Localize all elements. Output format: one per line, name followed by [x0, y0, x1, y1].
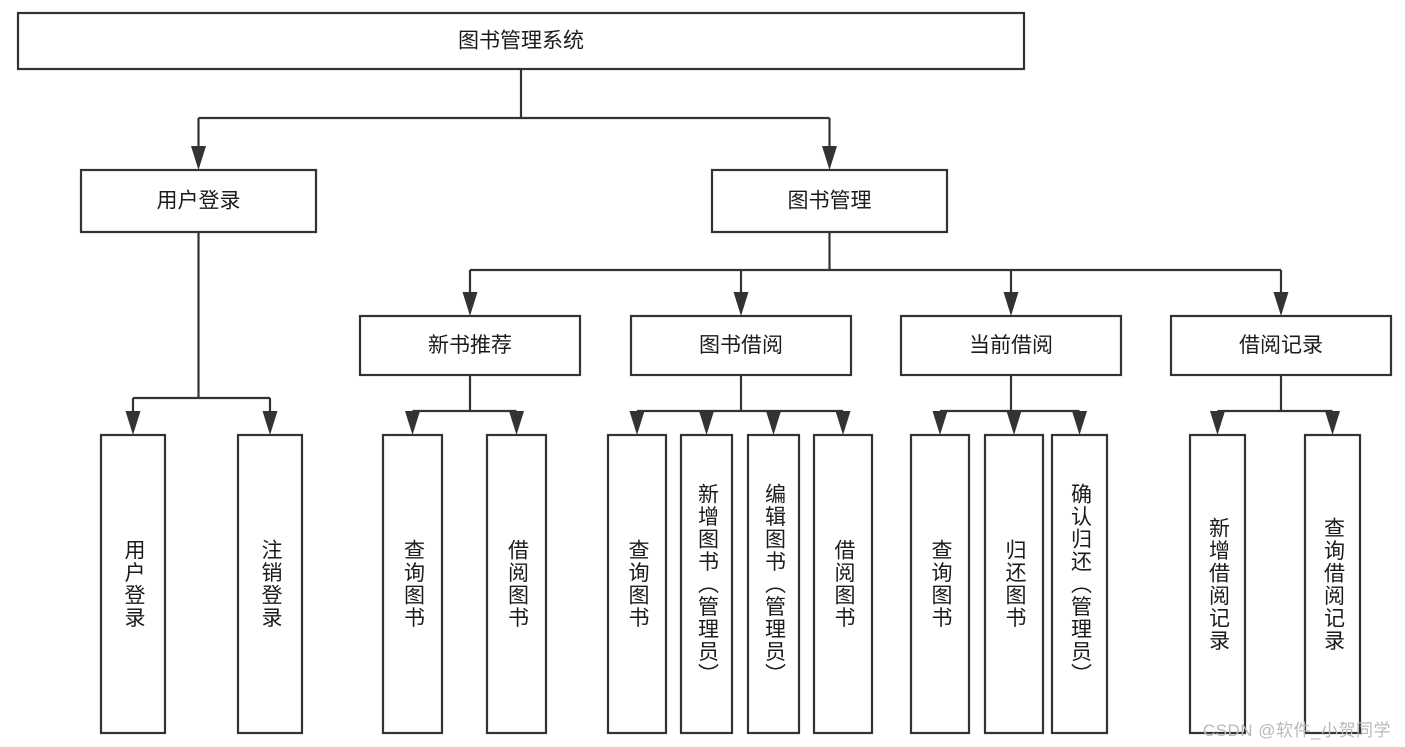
arrow-head-icon [835, 411, 851, 435]
diagram-nodes [16, 11, 1393, 735]
arrow-head-icon [733, 292, 749, 316]
node-leaf-11[interactable] [1050, 433, 1109, 735]
arrow-head-icon [1072, 411, 1087, 435]
arrow-head-icon [125, 411, 141, 435]
node-level2-label-1: 用户登录 [157, 190, 241, 213]
arrow-head-icon [822, 146, 837, 170]
arrow-head-icon [1325, 411, 1340, 435]
arrow-head-icon [1006, 411, 1022, 435]
arrow-head-icon [699, 411, 714, 435]
arrow-head-icon [262, 411, 278, 435]
node-level3-1[interactable] [358, 314, 582, 377]
watermark-credit: CSDN @软件_小贺同学 [1202, 721, 1391, 740]
node-level2-label-2: 图书管理 [788, 190, 872, 213]
arrow-head-icon [766, 411, 781, 435]
arrow-head-icon [509, 411, 524, 435]
node-leaf-4[interactable] [485, 433, 548, 735]
node-leaf-10[interactable] [983, 433, 1045, 735]
node-leaf-2[interactable] [236, 433, 304, 735]
arrow-head-icon [932, 411, 948, 435]
arrow-head-icon [629, 411, 645, 435]
node-leaf-6[interactable] [679, 433, 734, 735]
node-leaf-9[interactable] [909, 433, 971, 735]
node-root[interactable] [16, 11, 1026, 71]
node-leaf-1[interactable] [99, 433, 167, 735]
node-level3-2[interactable] [629, 314, 853, 377]
arrow-head-icon [1273, 292, 1289, 316]
arrow-head-icon [1003, 292, 1019, 316]
node-root-label: 图书管理系统 [458, 30, 584, 53]
node-level2-2[interactable] [710, 168, 949, 234]
node-level3-label-4: 借阅记录 [1239, 334, 1323, 357]
node-leaf-5[interactable] [606, 433, 668, 735]
arrow-head-icon [191, 146, 206, 170]
node-level3-3[interactable] [899, 314, 1123, 377]
arrow-head-icon [405, 411, 420, 435]
connector-edges [125, 69, 1340, 435]
node-level3-4[interactable] [1169, 314, 1393, 377]
node-level2-1[interactable] [79, 168, 318, 234]
node-leaf-12[interactable] [1188, 433, 1247, 735]
arrow-head-icon [1210, 411, 1225, 435]
arrow-head-icon [462, 292, 478, 316]
node-level3-label-2: 图书借阅 [699, 334, 783, 357]
node-leaf-8[interactable] [812, 433, 874, 735]
node-leaf-7[interactable] [746, 433, 801, 735]
node-level3-label-1: 新书推荐 [428, 334, 512, 357]
node-level3-label-3: 当前借阅 [969, 334, 1053, 357]
node-leaf-13[interactable] [1303, 433, 1362, 735]
node-leaf-3[interactable] [381, 433, 444, 735]
